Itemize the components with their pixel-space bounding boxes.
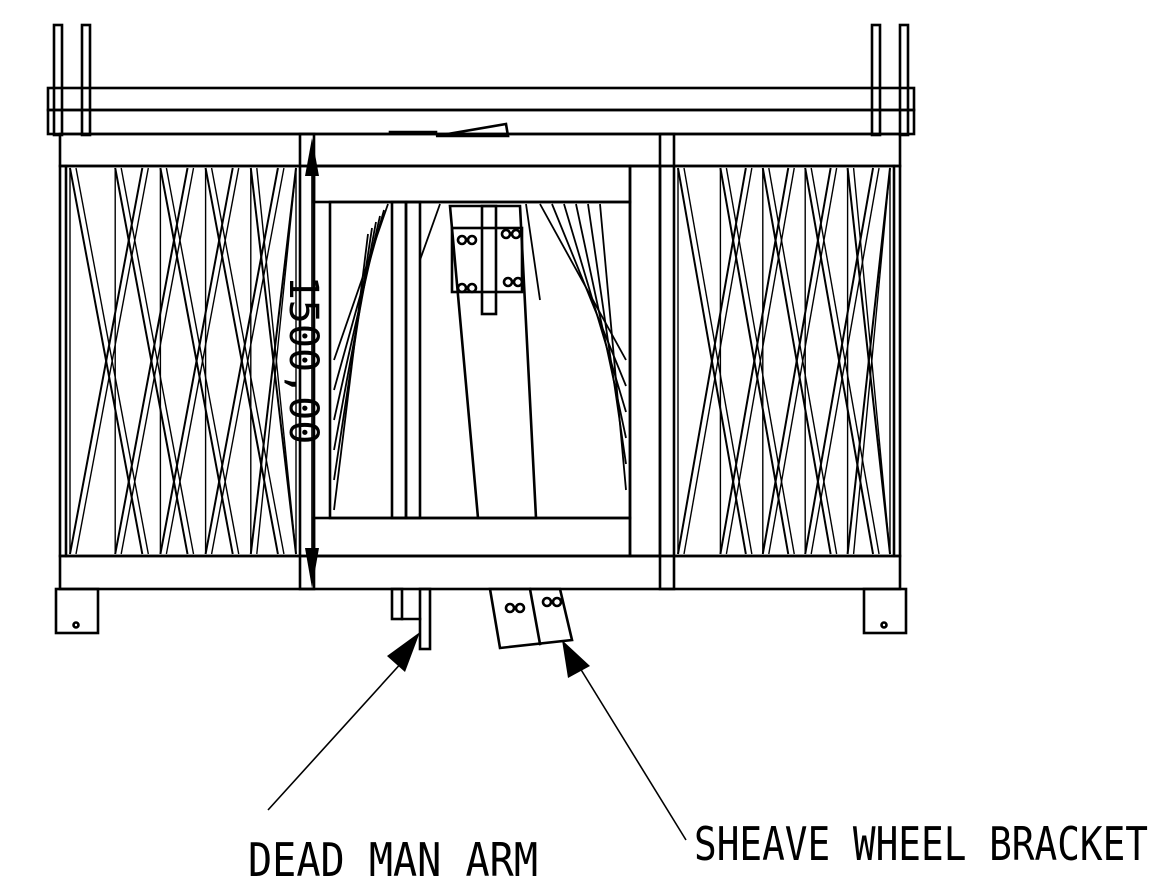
post-left-outer bbox=[52, 23, 64, 137]
brace-line bbox=[761, 167, 832, 555]
brace-line bbox=[114, 167, 189, 555]
top-rails bbox=[46, 86, 916, 168]
bolt-icon bbox=[514, 602, 526, 614]
door-bracing bbox=[333, 203, 627, 511]
post-right-inner bbox=[870, 23, 882, 137]
dimension-arrow-top bbox=[305, 138, 319, 176]
brace-line bbox=[683, 167, 753, 555]
bottom-rails bbox=[54, 554, 908, 635]
bolt-icon bbox=[551, 596, 563, 608]
brace-line bbox=[120, 167, 195, 555]
brace-line bbox=[204, 167, 279, 555]
bolt-icon bbox=[502, 276, 514, 288]
door-post-right bbox=[628, 164, 662, 558]
brace-line bbox=[333, 233, 369, 511]
main-frame bbox=[58, 132, 902, 591]
bolt-icon bbox=[512, 276, 524, 288]
door-sill bbox=[312, 516, 632, 558]
brace-line bbox=[719, 167, 790, 555]
brace-line bbox=[725, 167, 795, 555]
brace-line bbox=[525, 203, 541, 301]
leader-line bbox=[267, 659, 405, 811]
bolt-icon bbox=[456, 234, 468, 246]
dimension-value: 1500,00 bbox=[280, 276, 326, 445]
foot-right-hole bbox=[880, 621, 888, 629]
right-panel-bracing bbox=[677, 167, 891, 555]
post-right-outer bbox=[898, 23, 910, 137]
foot-right bbox=[862, 587, 908, 635]
door-header bbox=[312, 164, 632, 204]
dead-man-arm-stub bbox=[390, 587, 404, 621]
brace-line bbox=[599, 203, 627, 491]
brace-line bbox=[256, 167, 297, 555]
foot-left bbox=[54, 587, 100, 635]
brace-line bbox=[419, 203, 441, 261]
post-left-inner bbox=[80, 23, 92, 137]
door-stile-right bbox=[404, 200, 422, 520]
leader-arrow-icon bbox=[387, 632, 420, 672]
height-dimension: 1500,00 bbox=[280, 138, 326, 588]
bracket-body bbox=[488, 587, 574, 650]
brace-line bbox=[69, 167, 144, 555]
brace-line bbox=[768, 167, 838, 555]
brace-line bbox=[852, 167, 891, 555]
center-post-right bbox=[658, 132, 676, 591]
brace-line bbox=[804, 167, 875, 555]
brace-line bbox=[165, 167, 240, 555]
leader-sheave-wheel-bracket bbox=[562, 640, 687, 841]
sheave-plate bbox=[450, 226, 524, 294]
bolt-icon bbox=[510, 228, 522, 240]
label-sheave-wheel-bracket: SHEAVE WHEEL BRACKET bbox=[694, 817, 1148, 871]
label-dead-man-arm: DEAD MAN ARM bbox=[248, 833, 538, 887]
bolt-icon bbox=[466, 234, 478, 246]
brace-line bbox=[846, 167, 891, 555]
brace-line bbox=[810, 167, 880, 555]
bolt-icon bbox=[456, 282, 468, 294]
leader-arrow-icon bbox=[562, 640, 590, 678]
dead-man-arm-bar bbox=[418, 587, 432, 651]
top-beam bbox=[58, 132, 902, 168]
brace-line bbox=[677, 167, 747, 555]
top-rail-upper bbox=[46, 86, 916, 112]
bolt-icon bbox=[466, 282, 478, 294]
frame-outline bbox=[58, 164, 902, 558]
sheave-assembly bbox=[448, 204, 538, 520]
top-rail-lower bbox=[46, 108, 916, 136]
bolt-icon bbox=[541, 596, 553, 608]
lifting-posts bbox=[52, 23, 910, 137]
sheave-spine bbox=[480, 204, 498, 316]
bolt-icon bbox=[504, 602, 516, 614]
sheave-wheel-bracket bbox=[488, 587, 574, 650]
brace-line bbox=[249, 167, 297, 555]
bracket-divider bbox=[528, 587, 542, 646]
leader-dead-man-arm bbox=[267, 632, 420, 811]
brace-line bbox=[210, 167, 285, 555]
left-panel-bracing bbox=[69, 167, 297, 555]
door-stile-left bbox=[390, 200, 408, 520]
dimension-arrow-bottom bbox=[305, 548, 319, 588]
brace-line bbox=[159, 167, 234, 555]
top-wedge bbox=[435, 122, 510, 138]
leader-line bbox=[579, 667, 687, 841]
dead-man-arm bbox=[390, 587, 432, 651]
bolt-icon bbox=[500, 228, 512, 240]
foot-left-hole bbox=[72, 621, 80, 629]
brace-line bbox=[75, 167, 150, 555]
bottom-beam bbox=[58, 554, 902, 591]
